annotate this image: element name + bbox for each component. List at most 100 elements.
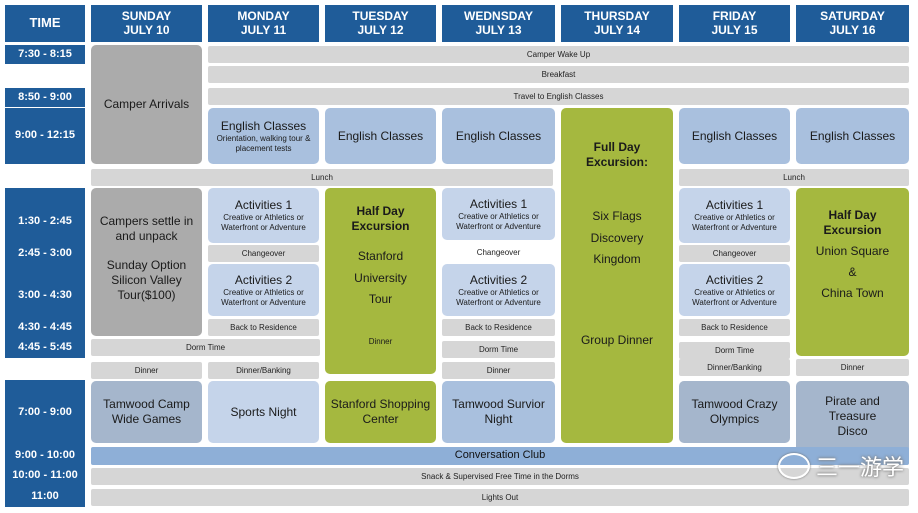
lights-out-bar: Lights Out [91,489,909,506]
excursion-amp: & [848,265,857,279]
time-slot: 1:30 - 2:45 [5,212,85,232]
day-name: SUNDAY [121,9,172,24]
activity-title: Activities 1 [705,198,764,212]
day-date: JULY 12 [357,22,404,37]
sunday-option: Sunday Option Silicon Valley Tour($100) [106,258,187,302]
lunch-bar-weekend: Lunch [679,169,909,186]
excursion-place: China Town [821,286,884,300]
tuesday-english: English Classes [325,108,436,164]
activity-subtitle: Creative or Athletics or Waterfront or A… [692,287,777,307]
day-date: JULY 14 [593,22,641,37]
wednesday-changeover: Changeover [476,247,521,257]
friday-english: English Classes [679,108,790,164]
day-date: JULY 10 [123,22,170,37]
wednesday-dinner: Dinner [442,362,555,379]
activity-title: Activities 2 [705,272,764,287]
wednesday-activities-1: Activities 1 Creative or Athletics or Wa… [442,188,555,240]
class-subtitle: Orientation, walking tour & placement te… [216,133,311,153]
monday-back-residence: Back to Residence [208,319,319,336]
activity-title: Activities 1 [469,196,528,211]
time-slot: 10:00 - 11:00 [5,466,85,486]
time-slot: 7:30 - 8:15 [5,45,85,64]
sunday-settle-block: Campers settle in and unpack Sunday Opti… [91,188,202,336]
time-slot: 9:00 - 10:00 [5,446,85,465]
travel-bar: Travel to English Classes [208,88,909,105]
time-slot: 9:00 - 12:15 [5,108,85,164]
time-slot: 2:45 - 3:00 [5,244,85,264]
saturday-english: English Classes [796,108,909,164]
tuesday-dinner: Dinner [368,336,393,346]
day-date: JULY 15 [711,22,758,37]
monday-activities-1: Activities 1 Creative or Athletics or Wa… [208,188,319,243]
monday-changeover: Changeover [208,245,319,262]
thursday-full-day-excursion: Full Day Excursion: Six Flags Discovery … [561,108,673,443]
watermark: 三一游学 [777,450,904,482]
friday-dorm-time: Dorm Time [679,342,790,359]
wake-up-bar: Camper Wake Up [208,46,909,63]
day-name: FRIDAY [712,9,757,24]
friday-activities-2: Activities 2 Creative or Athletics or Wa… [679,264,790,316]
day-date: JULY 11 [240,22,287,37]
excursion-place: Stanford University Tour [354,249,407,307]
sunday-settle: Campers settle in and unpack [99,214,194,243]
saturday-half-day-excursion: Half Day Excursion Union Square & China … [796,188,909,356]
time-header: TIME [5,5,85,42]
excursion-place: Six Flags Discovery Kingdom [590,209,644,267]
breakfast-bar: Breakfast [208,66,909,83]
friday-changeover: Changeover [679,245,790,262]
day-name: SATURDAY [820,9,885,24]
monday-evening: Sports Night [208,381,319,443]
wednesday-activities-2: Activities 2 Creative or Athletics or Wa… [442,264,555,316]
wednesday-dorm-time: Dorm Time [442,341,555,358]
day-name: THURSDAY [584,9,650,24]
activity-subtitle: Creative or Athletics or Waterfront or A… [456,211,541,231]
evening-label: Pirate and Treasure Disco [825,393,880,438]
time-slot: 4:30 - 4:45 [5,318,85,338]
excursion-title: Full Day Excursion: [585,140,648,169]
time-slot: 4:45 - 5:45 [5,338,85,358]
class-title: English Classes [220,118,307,133]
friday-dinner-banking: Dinner/Banking [679,359,790,376]
time-slot: 8:50 - 9:00 [5,88,85,107]
conversation-club-bar: Conversation Club [91,447,909,465]
time-slot: 7:00 - 9:00 [5,403,85,423]
activity-title: Activities 1 [234,198,293,212]
excursion-title: Half Day Excursion [351,204,410,233]
day-date: JULY 13 [475,22,522,37]
wednesday-evening: Tamwood Survior Night [442,381,555,443]
snack-bar: Snack & Supervised Free Time in the Dorm… [91,468,909,485]
dorm-time-bar: Dorm Time [91,339,320,356]
excursion-title: Half Day Excursion [823,208,882,237]
monday-english: English Classes Orientation, walking tou… [208,108,319,164]
sunday-evening: Tamwood Camp Wide Games [91,381,202,443]
monday-activities-2: Activities 2 Creative or Athletics or Wa… [208,264,319,316]
activity-title: Activities 2 [469,272,528,287]
time-gap [5,358,85,380]
day-name: TUESDAY [352,9,409,24]
day-date: JULY 16 [829,22,876,37]
wednesday-back-residence: Back to Residence [442,319,555,336]
activity-subtitle: Creative or Athletics or Waterfront or A… [692,213,777,232]
day-name: MONDAY [237,9,290,24]
activity-subtitle: Creative or Athletics or Waterfront or A… [456,287,541,307]
tuesday-evening: Stanford Shopping Center [325,381,436,443]
sunday-dinner: Dinner [91,362,202,379]
monday-dinner-banking: Dinner/Banking [208,362,319,379]
camper-arrivals: Camper Arrivals [91,45,202,164]
excursion-place: Union Square [815,244,890,258]
friday-back-residence: Back to Residence [679,319,790,336]
saturday-dinner: Dinner [796,359,909,376]
activity-subtitle: Creative or Athletics or Waterfront or A… [221,287,306,307]
activity-title: Activities 2 [234,272,293,287]
day-name: WEDNSDAY [464,9,533,24]
activity-subtitle: Creative or Athletics or Waterfront or A… [221,213,306,232]
thursday-group-dinner: Group Dinner [580,332,654,347]
wechat-icon [777,453,810,479]
